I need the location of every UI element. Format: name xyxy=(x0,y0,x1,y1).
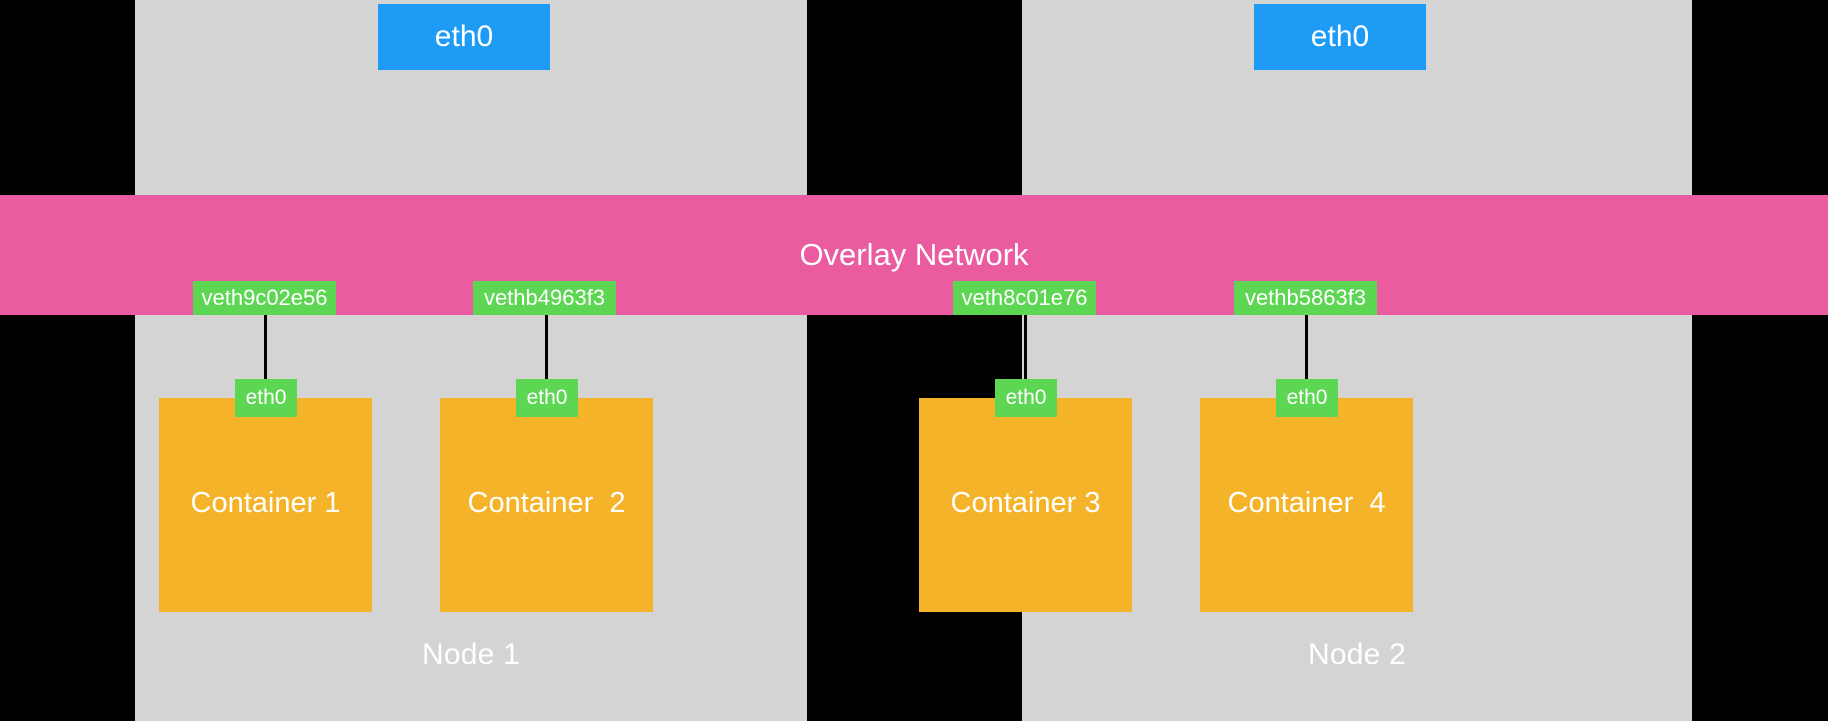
container-label-4: Container 4 xyxy=(1227,487,1386,519)
container-box-3: eth0 Container 3 xyxy=(919,379,1132,612)
container-label-3: Container 3 xyxy=(950,487,1101,519)
container-label-1: Container 1 xyxy=(190,487,341,519)
node-label-1: Node 1 xyxy=(422,638,520,671)
node-panel-2: Node 2 xyxy=(1022,0,1692,721)
host-nic-node-2: eth0 xyxy=(1254,4,1426,70)
container-box-4: eth0 Container 4 xyxy=(1200,379,1413,612)
node-label-2: Node 2 xyxy=(1308,638,1406,671)
container-nic-2: eth0 xyxy=(516,379,578,417)
container-box-1: eth0 Container 1 xyxy=(159,379,372,612)
overlay-network-title: Overlay Network xyxy=(799,237,1029,272)
container-nic-1: eth0 xyxy=(235,379,297,417)
veth-chip-node-2-container-3: veth8c01e76 xyxy=(953,281,1096,315)
container-box-2: eth0 Container 2 xyxy=(440,379,653,612)
veth-chip-node-1-container-1: veth9c02e56 xyxy=(193,281,336,315)
veth-chip-node-2-container-4: vethb5863f3 xyxy=(1234,281,1377,315)
node-panel-1: Node 1 xyxy=(135,0,807,721)
host-nic-node-1: eth0 xyxy=(378,4,550,70)
container-nic-4: eth0 xyxy=(1276,379,1338,417)
connector-veth9c02e56 xyxy=(264,297,267,399)
connector-veth8c01e76 xyxy=(1024,297,1027,399)
connector-vethb5863f3 xyxy=(1305,297,1308,399)
container-label-2: Container 2 xyxy=(467,487,626,519)
veth-chip-node-1-container-2: vethb4963f3 xyxy=(473,281,616,315)
container-nic-3: eth0 xyxy=(995,379,1057,417)
connector-vethb4963f3 xyxy=(545,297,548,399)
